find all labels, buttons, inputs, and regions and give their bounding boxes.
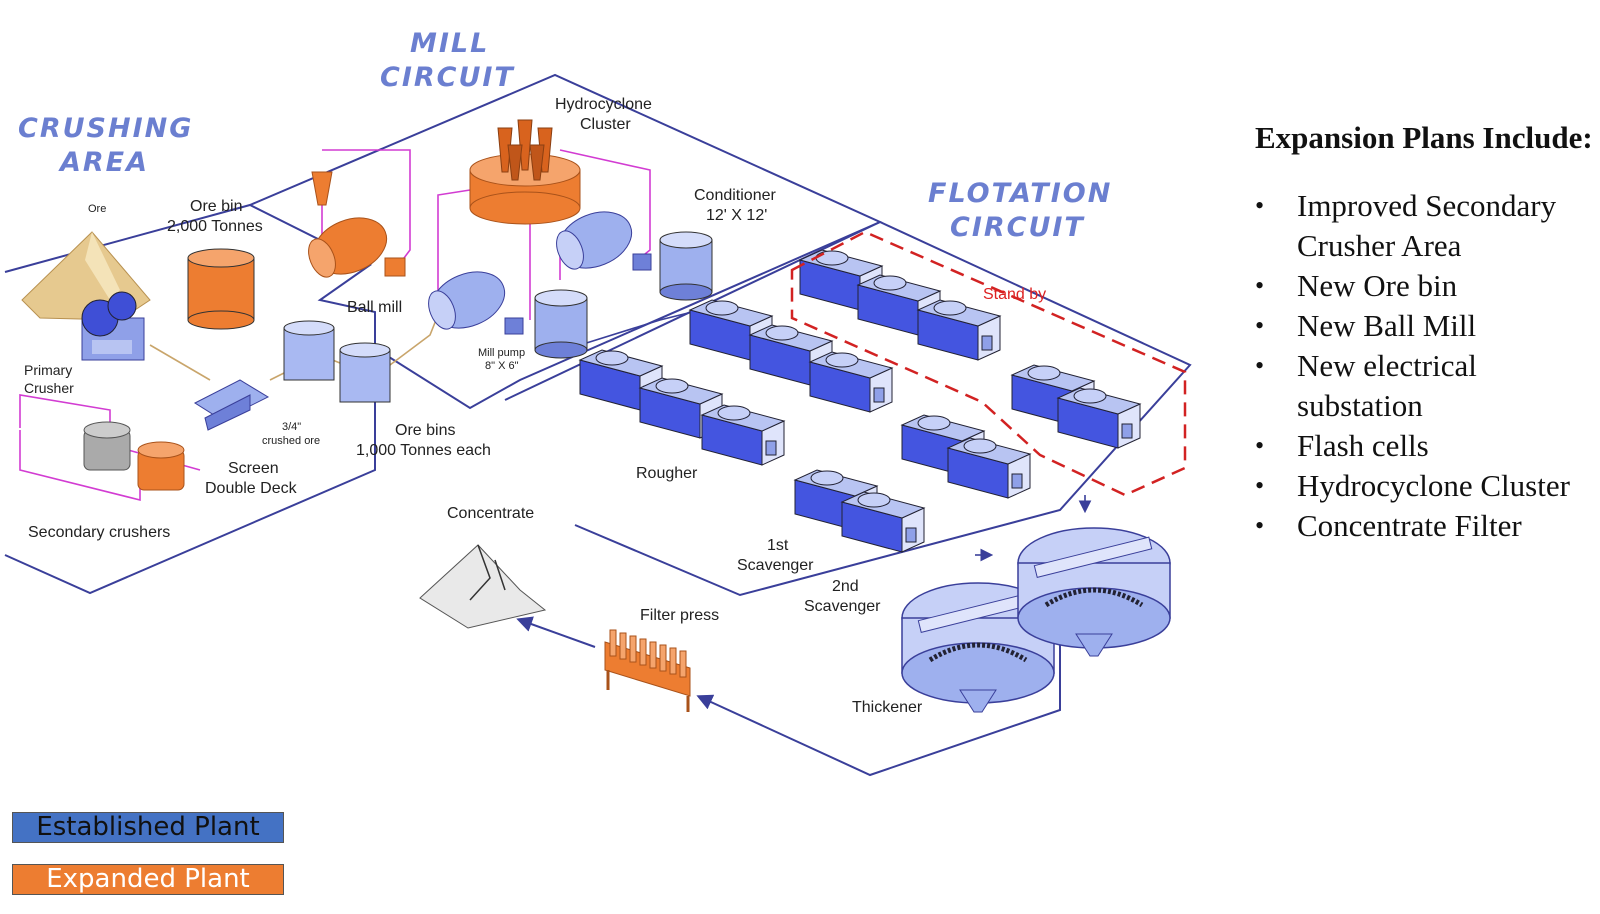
thickener-label: Thickener <box>852 699 923 716</box>
mill-pump-label-line1: Mill pump <box>478 347 525 359</box>
ball-mill-expanded <box>308 217 406 278</box>
conditioner-2 <box>534 289 588 359</box>
flotation-circuit-title-line2: CIRCUIT <box>950 212 1085 243</box>
crushed-ore-label-line1: 3/4" <box>282 421 301 433</box>
screen-double-deck <box>193 379 270 431</box>
filter-press-label: Filter press <box>640 607 719 624</box>
ball-mill-label: Ball mill <box>347 299 402 316</box>
ore-bin-label-line1: Ore bin <box>190 198 242 215</box>
mill-pump-label-line2: 8" X 6" <box>485 360 519 372</box>
hydrocyclone-cluster <box>469 119 581 225</box>
ball-mill-established-1 <box>428 271 524 335</box>
screen-label-line1: Screen <box>228 460 279 477</box>
crushed-ore-label-line2: crushed ore <box>262 435 320 447</box>
conditioner-label-line2: 12' X 12' <box>706 207 767 224</box>
conditioner-label-line1: Conditioner <box>694 187 777 204</box>
screen-label-line2: Double Deck <box>205 480 298 497</box>
flotation-cell <box>700 404 786 466</box>
scavenger-1-label-line2: Scavenger <box>737 557 814 574</box>
legend-established-plant: Established Plant <box>12 812 284 843</box>
concentrate-line <box>516 616 596 648</box>
rougher-label: Rougher <box>636 465 698 482</box>
expansion-item: New Ball Mill <box>1255 306 1600 346</box>
concentrate-pile <box>419 544 547 629</box>
flotation-cell <box>840 491 926 553</box>
ore-label: Ore <box>88 203 106 215</box>
flotation-circuit-title-line1: FLOTATION <box>928 178 1112 209</box>
hydrocyclone-label-line2: Cluster <box>580 116 631 133</box>
mill-circuit-title-line1: MILL <box>410 28 489 59</box>
flotation-cell <box>916 299 1002 361</box>
ball-mill-established-2 <box>556 211 652 271</box>
flotation-cell <box>1056 387 1142 449</box>
secondary-crushers-label: Secondary crushers <box>28 524 170 541</box>
crushing-area-title-line1: CRUSHING <box>18 113 193 144</box>
flotation-cell <box>946 437 1032 499</box>
scavenger-1-label-line1: 1st <box>767 537 789 554</box>
ore-bins-label-line1: Ore bins <box>395 422 455 439</box>
expansion-item: Improved Secondary Crusher Area <box>1255 186 1600 266</box>
expansion-item: Hydrocyclone Cluster <box>1255 466 1600 506</box>
legend-expanded-plant: Expanded Plant <box>12 864 284 895</box>
flotation-cell <box>808 351 894 413</box>
ore-bin-label-line2: 2,000 Tonnes <box>167 218 263 235</box>
conditioner-1 <box>659 231 713 301</box>
mill-circuit-title-line2: CIRCUIT <box>380 62 515 93</box>
concentrate-label: Concentrate <box>447 505 534 522</box>
secondary-crusher-established <box>83 421 131 471</box>
expansion-plans-list: Improved Secondary Crusher Area New Ore … <box>1255 186 1600 546</box>
primary-crusher-label-line2: Crusher <box>24 380 74 396</box>
expansion-plans-panel: Expansion Plans Include: Improved Second… <box>1255 118 1600 546</box>
standby-boundary <box>790 230 1187 497</box>
crushing-area-title-line2: AREA <box>58 147 149 178</box>
scavenger-2-label-line2: Scavenger <box>804 598 881 615</box>
expansion-item: Concentrate Filter <box>1255 506 1600 546</box>
expansion-item: New electrical substation <box>1255 346 1600 426</box>
ore-bin-new <box>187 248 255 330</box>
mill-circuit-outline <box>249 73 883 410</box>
scavenger-2-label-line1: 2nd <box>832 578 859 595</box>
ore-bins-label-line2: 1,000 Tonnes each <box>356 442 491 459</box>
ore-bins-established <box>283 320 391 403</box>
primary-crusher <box>81 291 145 361</box>
expansion-item: Flash cells <box>1255 426 1600 466</box>
standby-label: Stand by <box>983 286 1046 303</box>
primary-crusher-label-line1: Primary <box>24 362 72 378</box>
flotation-cells <box>578 249 1142 553</box>
secondary-crusher-expanded <box>137 441 185 491</box>
filter-press <box>604 629 691 712</box>
crushing-area-outline <box>4 203 376 595</box>
expansion-item: New Ore bin <box>1255 266 1600 306</box>
thickener-2 <box>1017 527 1171 657</box>
hydrocyclone-label-line1: Hydrocyclone <box>555 96 652 113</box>
expansion-plans-title: Expansion Plans Include: <box>1255 120 1593 155</box>
cyclone-small-expanded <box>311 171 333 206</box>
